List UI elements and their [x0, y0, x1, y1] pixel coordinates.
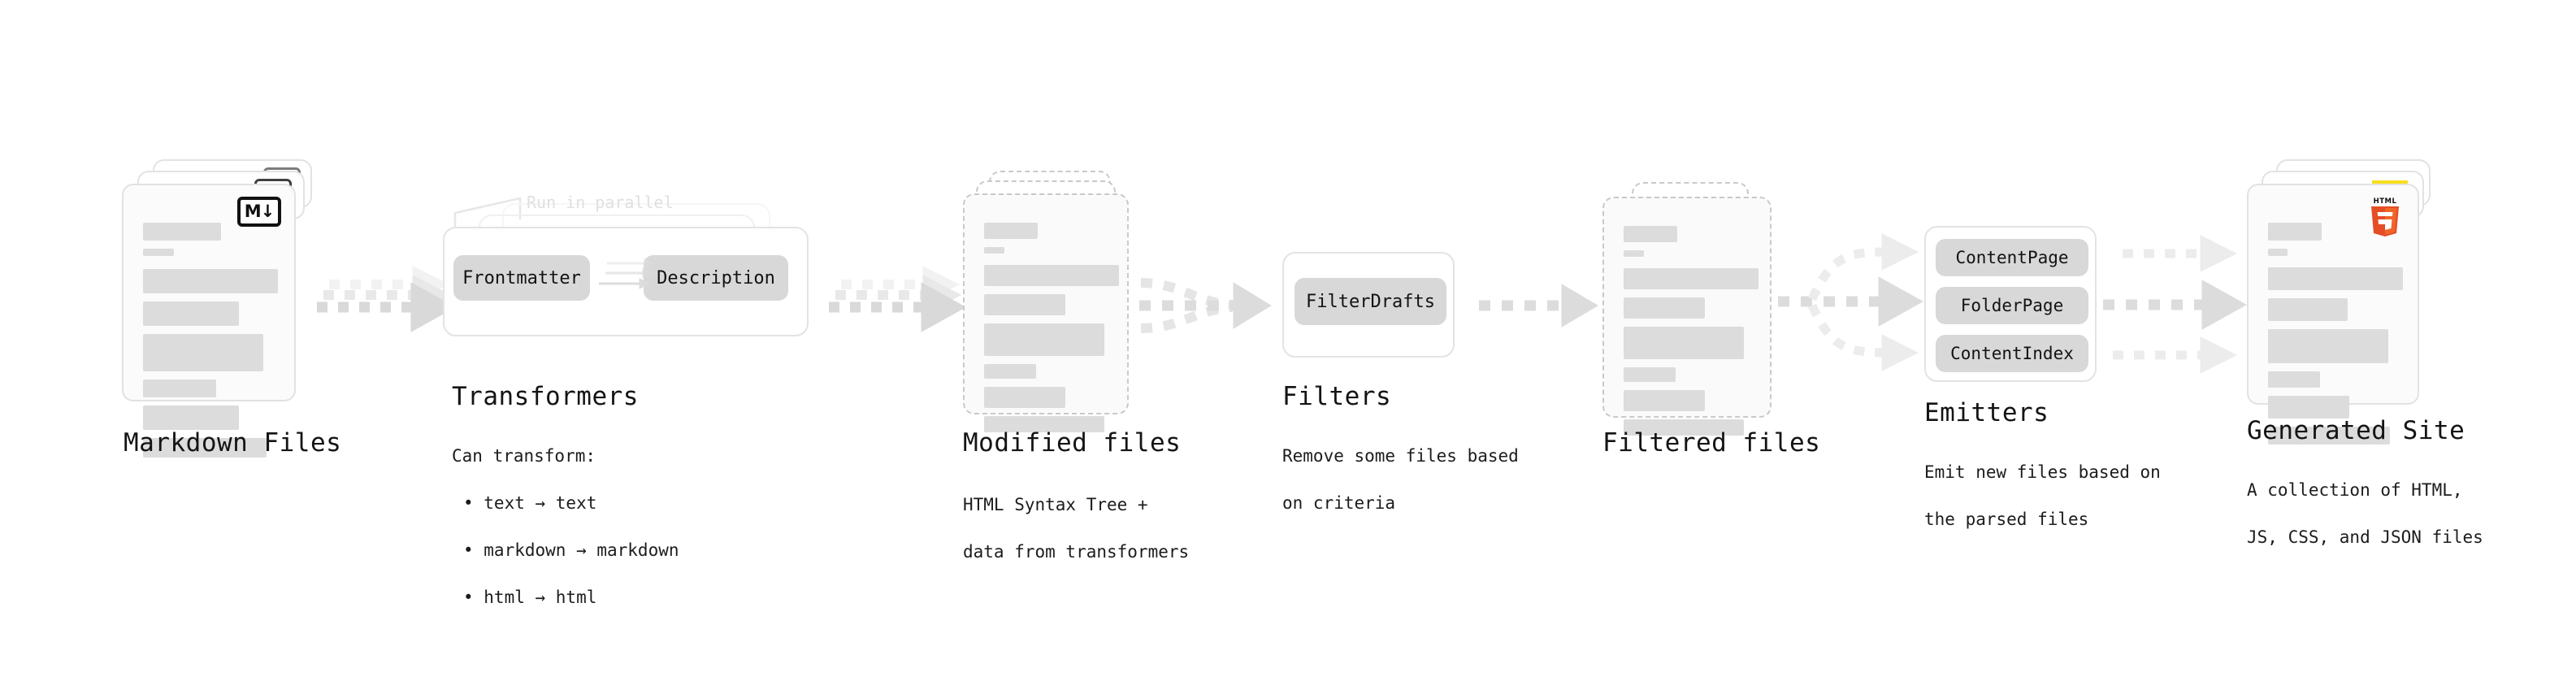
- skeleton-bar: [2268, 298, 2348, 321]
- subtitle-line: on criteria: [1282, 492, 1396, 513]
- skeleton-bar: [143, 223, 221, 241]
- skeleton-bars: [984, 223, 1119, 440]
- transformer-inner-arrows: [599, 258, 656, 289]
- transform-item: • text → text: [463, 492, 597, 513]
- stage-title-markdown-files: Markdown Files: [124, 428, 342, 458]
- skeleton-bar: [143, 406, 239, 430]
- stage-title-generated-site: Generated Site: [2247, 416, 2465, 445]
- transform-item: • markdown → markdown: [463, 540, 679, 560]
- skeleton-bar: [143, 380, 216, 397]
- skeleton-bars: [143, 223, 278, 466]
- skeleton-bar: [1624, 419, 1744, 436]
- subtitle-line: data from transformers: [963, 541, 1190, 562]
- skeleton-bar: [1624, 327, 1744, 359]
- markdown-card-front[interactable]: M↓: [122, 184, 296, 458]
- modified-card-front[interactable]: [963, 193, 1129, 432]
- skeleton-bar: [2268, 371, 2320, 388]
- skeleton-bar: [1624, 367, 1676, 382]
- skeleton-bar: [984, 387, 1065, 408]
- emitter-pill-contentindex[interactable]: ContentIndex: [1936, 335, 2088, 372]
- skeleton-bars: [1624, 226, 1759, 444]
- connector-transformers-to-modified: [829, 266, 967, 332]
- stage-transformers: Frontmatter Description: [443, 203, 825, 366]
- skeleton-bar: [1624, 250, 1644, 257]
- subtitle-line: A collection of HTML,: [2247, 479, 2463, 500]
- transformer-pill-frontmatter[interactable]: Frontmatter: [453, 255, 590, 301]
- connector-modified-to-filters: [1139, 278, 1272, 333]
- skeleton-bar: [1624, 268, 1759, 289]
- stage-title-emitters: Emitters: [1924, 398, 2049, 427]
- connector-emitters-to-site: [2103, 235, 2248, 374]
- transformer-pill-description[interactable]: Description: [644, 255, 788, 301]
- subtitle-line: Emit new files based on: [1924, 462, 2161, 482]
- stage-emitters-box[interactable]: ContentPage FolderPage ContentIndex: [1924, 226, 2097, 382]
- subtitle-line: Remove some files based: [1282, 445, 1519, 466]
- stage-subtitle-filters: Remove some files based on criteria: [1282, 421, 1519, 539]
- stage-title-modified-files: Modified files: [963, 428, 1182, 458]
- skeleton-bar: [984, 265, 1119, 286]
- stage-markdown-files: M↓ M↓ M↓: [122, 159, 317, 458]
- stage-subtitle-generated-site: A collection of HTML, JS, CSS, and JSON …: [2247, 455, 2483, 573]
- connector-filtered-to-emitters: [1778, 233, 1924, 371]
- transform-item: • html → html: [463, 587, 597, 607]
- site-card-front[interactable]: HTML: [2247, 184, 2419, 445]
- skeleton-bar: [2268, 427, 2390, 445]
- stage-modified-files: [963, 171, 1150, 432]
- skeleton-bar: [2268, 249, 2288, 256]
- stage-subtitle-emitters: Emit new files based on the parsed files: [1924, 437, 2161, 555]
- stage-subtitle-modified-files: HTML Syntax Tree + data from transformer…: [963, 470, 1189, 588]
- skeleton-bar: [143, 269, 278, 293]
- skeleton-bar: [984, 247, 1004, 254]
- svg-text:HTML: HTML: [2374, 197, 2397, 206]
- connector-filters-to-filtered: [1479, 284, 1598, 327]
- markdown-icon: M↓: [237, 197, 281, 227]
- transformer-box-front[interactable]: Frontmatter Description: [443, 227, 809, 336]
- stage-subtitle-transformers: Can transform: • text → text • markdown …: [452, 421, 679, 633]
- skeleton-bar: [143, 301, 239, 326]
- stage-generated-site: CSS HTML: [2247, 159, 2442, 445]
- html5-icon: HTML: [2371, 197, 2399, 236]
- skeleton-bar: [984, 364, 1036, 379]
- skeleton-bar: [1624, 226, 1677, 242]
- skeleton-bar: [2268, 396, 2349, 419]
- filtered-card-front[interactable]: [1602, 197, 1772, 436]
- skeleton-bar: [984, 416, 1104, 432]
- skeleton-bar: [2268, 223, 2322, 241]
- skeleton-bar: [143, 438, 267, 458]
- subtitle-line: the parsed files: [1924, 509, 2089, 529]
- skeleton-bar: [984, 223, 1038, 239]
- emitter-pill-contentpage[interactable]: ContentPage: [1936, 239, 2088, 276]
- filter-pill-filterdrafts[interactable]: FilterDrafts: [1295, 278, 1446, 325]
- stage-filters-box[interactable]: FilterDrafts: [1282, 252, 1455, 358]
- emitter-pill-folderpage[interactable]: FolderPage: [1936, 287, 2088, 324]
- skeleton-bar: [143, 334, 263, 371]
- stage-title-transformers: Transformers: [452, 382, 639, 411]
- skeleton-bars: [2268, 223, 2403, 453]
- subtitle-line: HTML Syntax Tree +: [963, 494, 1148, 514]
- skeleton-bar: [984, 323, 1104, 356]
- stage-title-filters: Filters: [1282, 382, 1392, 411]
- transform-intro: Can transform:: [452, 445, 596, 466]
- skeleton-bar: [2268, 329, 2388, 363]
- stage-filtered-files: [1602, 182, 1789, 436]
- skeleton-bar: [984, 294, 1065, 315]
- skeleton-bar: [1624, 297, 1705, 319]
- run-in-parallel-label: Run in parallel: [527, 193, 674, 212]
- skeleton-bar: [2268, 267, 2403, 290]
- connector-markdown-to-transformers: [317, 266, 457, 332]
- subtitle-line: JS, CSS, and JSON files: [2247, 527, 2483, 547]
- stage-title-filtered-files: Filtered files: [1602, 428, 1821, 458]
- skeleton-bar: [1624, 390, 1705, 411]
- skeleton-bar: [143, 249, 174, 256]
